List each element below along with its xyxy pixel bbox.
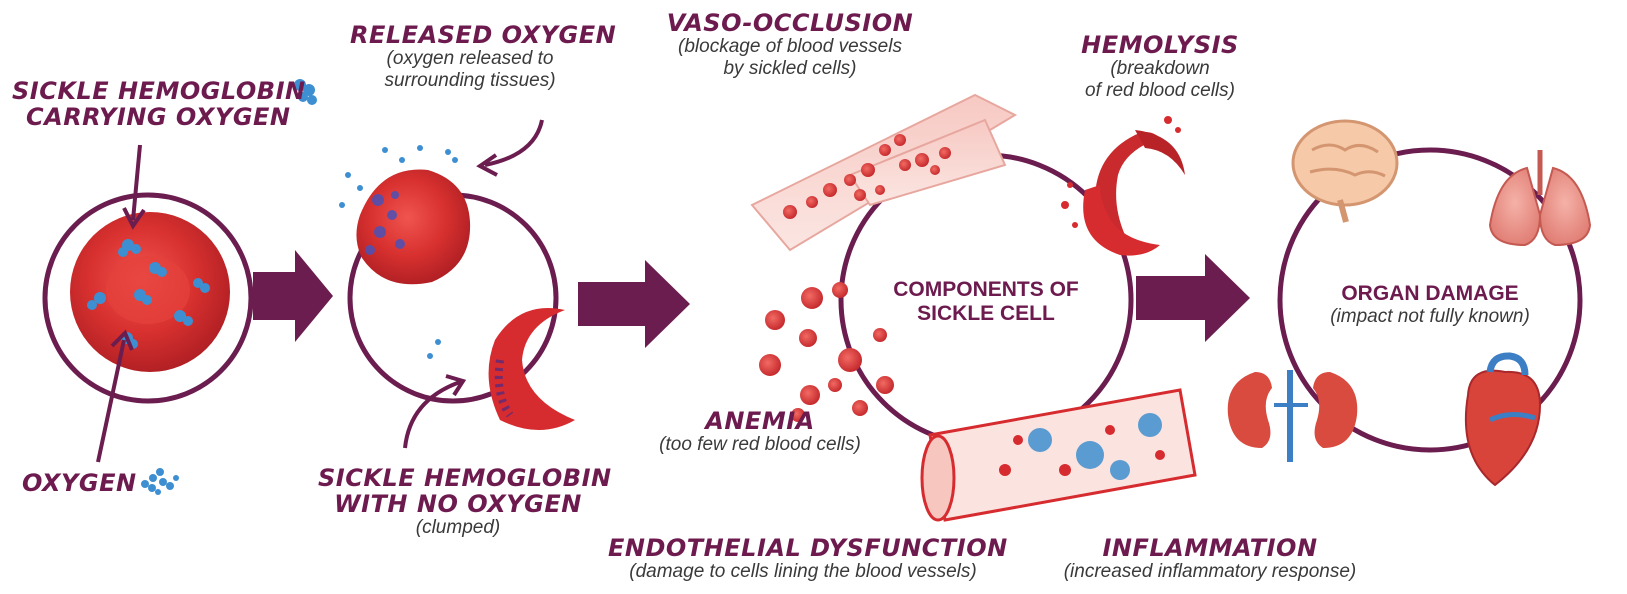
sickle-cell-icon xyxy=(1083,130,1185,256)
sickle-no-oxygen-sub: (clumped) xyxy=(318,517,598,539)
sickle-carrying-line2: CARRYING OXYGEN xyxy=(12,104,306,130)
arrow-stage3-to-stage4 xyxy=(1136,254,1250,342)
heart-icon xyxy=(1466,356,1540,485)
hemolysis-sub1: (breakdown xyxy=(1060,58,1260,80)
blood-vessel-icon xyxy=(752,95,1015,250)
hemolysis-label: HEMOLYSIS (breakdown of red blood cells) xyxy=(1060,32,1260,102)
endothelial-label: ENDOTHELIAL DYSFUNCTION (damage to cells… xyxy=(608,535,998,583)
blood-vessel-icon xyxy=(922,390,1195,520)
hemolysis-fragments xyxy=(1061,116,1181,228)
endothelial-title: ENDOTHELIAL DYSFUNCTION xyxy=(608,535,998,561)
anemia-sub: (too few red blood cells) xyxy=(640,434,880,456)
inflammation-label: INFLAMMATION (increased inflammatory res… xyxy=(1040,535,1380,583)
components-line1: COMPONENTS OF xyxy=(870,278,1102,302)
sickle-carrying-label: SICKLE HEMOGLOBIN CARRYING OXYGEN xyxy=(12,78,306,130)
organ-damage-sub: (impact not fully known) xyxy=(1305,306,1555,328)
anemia-label: ANEMIA (too few red blood cells) xyxy=(640,408,880,456)
red-blood-cell-icon xyxy=(356,170,470,285)
released-oxygen-sub2: surrounding tissues) xyxy=(350,70,590,92)
organ-damage-title: ORGAN DAMAGE xyxy=(1305,282,1555,306)
endothelial-sub: (damage to cells lining the blood vessel… xyxy=(608,561,998,583)
vaso-occlusion-sub1: (blockage of blood vessels xyxy=(655,36,925,58)
arrow-stage2-to-stage3 xyxy=(578,260,690,348)
oxygen-label: OXYGEN xyxy=(22,470,137,496)
organ-damage-label: ORGAN DAMAGE (impact not fully known) xyxy=(1305,282,1555,328)
kidneys-icon xyxy=(1228,370,1358,462)
sickle-carrying-line1: SICKLE HEMOGLOBIN xyxy=(12,78,306,104)
hemolysis-title: HEMOLYSIS xyxy=(1060,32,1260,58)
released-oxygen-label: RELEASED OXYGEN (oxygen released to surr… xyxy=(350,22,590,92)
inflammation-sub: (increased inflammatory response) xyxy=(1040,561,1380,583)
sickle-no-oxygen-label: SICKLE HEMOGLOBIN WITH NO OXYGEN (clumpe… xyxy=(318,465,598,539)
inflammation-title: INFLAMMATION xyxy=(1040,535,1380,561)
anemia-title: ANEMIA xyxy=(640,408,880,434)
arrow-stage1-to-stage2 xyxy=(253,250,333,342)
hemolysis-sub2: of red blood cells) xyxy=(1060,80,1260,102)
brain-icon xyxy=(1293,121,1397,222)
released-oxygen-sub1: (oxygen released to xyxy=(350,48,590,70)
components-label: COMPONENTS OF SICKLE CELL xyxy=(870,278,1102,326)
vaso-occlusion-label: VASO-OCCLUSION (blockage of blood vessel… xyxy=(655,10,925,80)
oxygen-molecule-icon xyxy=(141,468,179,495)
components-line2: SICKLE CELL xyxy=(870,302,1102,326)
vaso-occlusion-title: VASO-OCCLUSION xyxy=(655,10,925,36)
released-oxygen-title: RELEASED OXYGEN xyxy=(350,22,590,48)
sickle-no-oxygen-line2: WITH NO OXYGEN xyxy=(318,491,598,517)
sickle-no-oxygen-line1: SICKLE HEMOGLOBIN xyxy=(318,465,598,491)
vaso-occlusion-sub2: by sickled cells) xyxy=(655,58,925,80)
